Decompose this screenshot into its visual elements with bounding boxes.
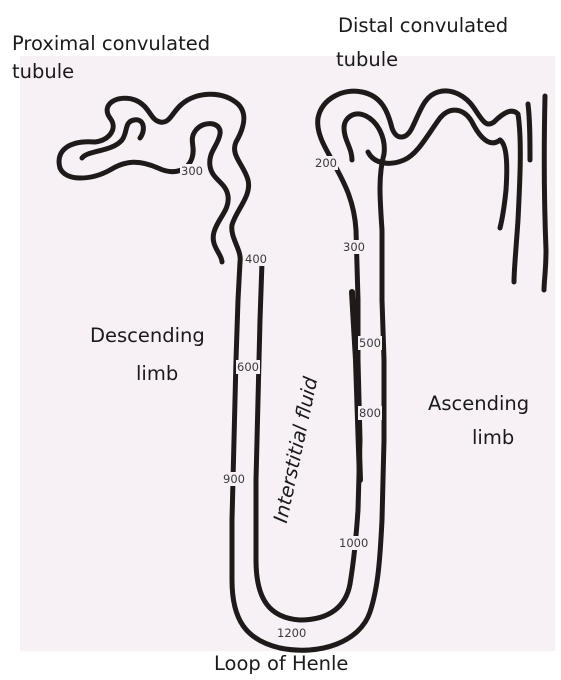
osmolarity-ascending-500: 500 — [358, 336, 382, 350]
paper-background — [20, 56, 555, 651]
label-ascending-line1: Ascending — [428, 392, 529, 416]
osmolarity-distal: 200 — [314, 156, 338, 170]
osmolarity-ascending-1000: 1000 — [338, 536, 369, 550]
osmolarity-descending-600: 600 — [236, 360, 260, 374]
osmolarity-descending-900: 900 — [222, 472, 246, 486]
osmolarity-ascending-300: 300 — [342, 240, 366, 254]
label-loop-of-henle: Loop of Henle — [214, 652, 348, 676]
label-distal-line2: tubule — [336, 48, 398, 72]
label-proximal-line2: tubule — [12, 60, 74, 84]
label-descending-line1: Descending — [90, 324, 205, 348]
osmolarity-proximal: 300 — [180, 164, 204, 178]
osmolarity-descending-400: 400 — [244, 252, 268, 266]
osmolarity-ascending-800: 800 — [358, 406, 382, 420]
collecting-duct-fragment — [528, 104, 530, 160]
label-ascending-line2: limb — [472, 426, 514, 450]
osmolarity-bottom-1200: 1200 — [276, 626, 307, 640]
collecting-duct-wall — [544, 96, 546, 290]
label-proximal-line1: Proximal convulated — [12, 32, 210, 56]
label-distal-line1: Distal convulated — [338, 14, 508, 38]
label-descending-line2: limb — [136, 362, 178, 386]
